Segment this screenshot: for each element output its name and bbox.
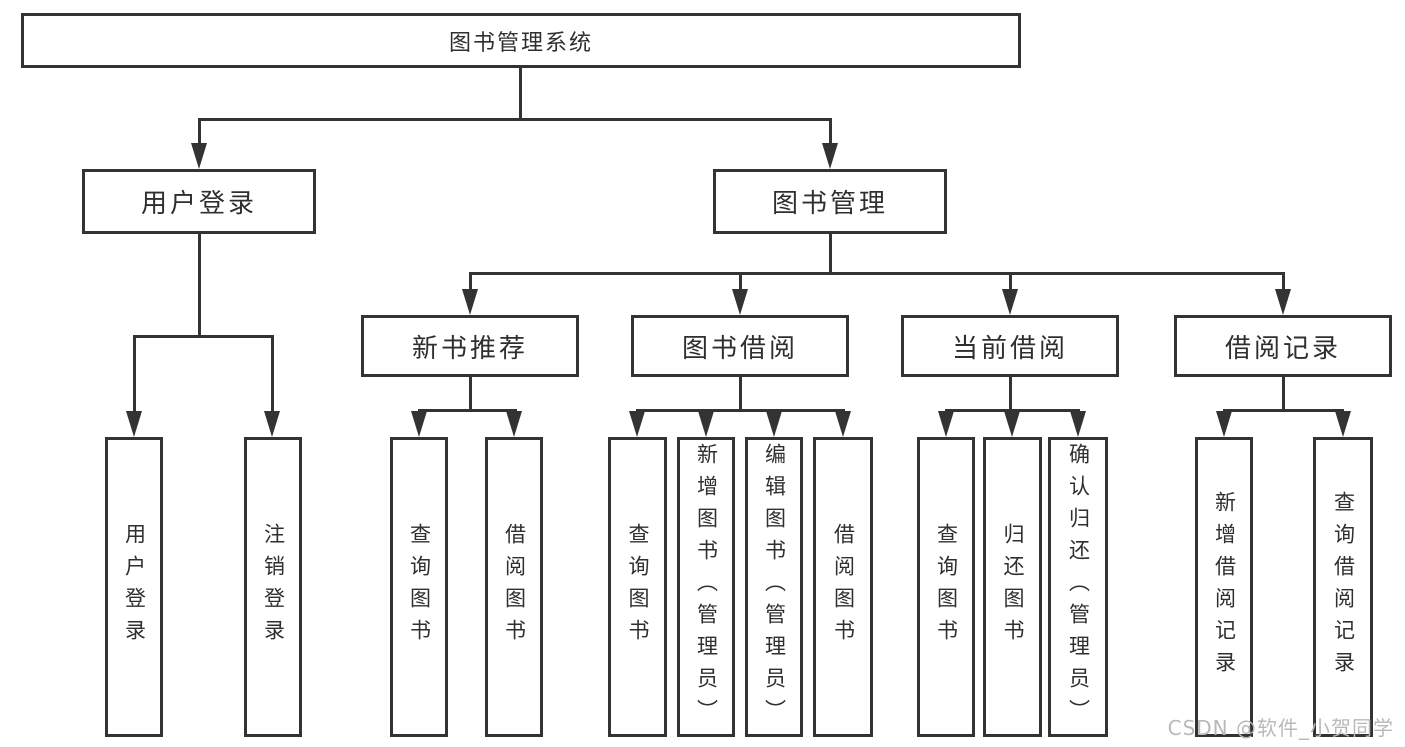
node-borrowing-records: 借阅记录 [1174, 315, 1392, 377]
arrowhead-down-icon [766, 411, 782, 437]
connector-line [739, 377, 742, 412]
connector-line [418, 409, 517, 412]
leaf-user-login: 用户登录 [105, 437, 163, 737]
arrowhead-down-icon [698, 411, 714, 437]
leaf-add-borrow-record: 新增借阅记录 [1195, 437, 1253, 737]
arrowhead-down-icon [1275, 289, 1291, 315]
leaf-borrow-books-rec: 借阅图书 [485, 437, 543, 737]
node-current-borrowing: 当前借阅 [901, 315, 1119, 377]
connector-line [519, 66, 522, 120]
leaf-logout: 注销登录 [244, 437, 302, 737]
connector-line [198, 118, 201, 146]
arrowhead-down-icon [835, 411, 851, 437]
connector-line [739, 272, 742, 292]
leaf-query-borrow-record: 查询借阅记录 [1313, 437, 1373, 737]
leaf-return-books: 归还图书 [983, 437, 1042, 737]
node-new-book-recommendation: 新书推荐 [361, 315, 579, 377]
arrowhead-down-icon [1216, 411, 1232, 437]
connector-line [469, 272, 472, 292]
arrowhead-down-icon [822, 143, 838, 169]
arrowhead-down-icon [629, 411, 645, 437]
connector-line [829, 118, 832, 146]
arrowhead-down-icon [191, 143, 207, 169]
arrowhead-down-icon [1004, 411, 1020, 437]
connector-line [271, 335, 274, 413]
leaf-borrow-books: 借阅图书 [813, 437, 873, 737]
csdn-watermark: CSDN @软件_小贺同学 [1167, 716, 1394, 740]
node-library-management-system: 图书管理系统 [21, 13, 1021, 68]
arrowhead-down-icon [126, 411, 142, 437]
connector-line [636, 409, 845, 412]
connector-line [133, 335, 136, 413]
leaf-query-books-rec: 查询图书 [390, 437, 448, 737]
leaf-add-books-admin: 新增图书（管理员） [677, 437, 735, 737]
node-book-management: 图书管理 [713, 169, 947, 234]
arrowhead-down-icon [264, 411, 280, 437]
connector-line [1282, 377, 1285, 412]
connector-line [1282, 272, 1285, 292]
arrowhead-down-icon [732, 289, 748, 315]
connector-line [1223, 409, 1344, 412]
leaf-edit-books-admin: 编辑图书（管理员） [745, 437, 803, 737]
connector-line [133, 335, 274, 338]
arrowhead-down-icon [462, 289, 478, 315]
arrowhead-down-icon [411, 411, 427, 437]
node-book-borrowing: 图书借阅 [631, 315, 849, 377]
connector-line [198, 118, 832, 121]
leaf-query-books-current: 查询图书 [917, 437, 975, 737]
connector-line [945, 409, 1080, 412]
arrowhead-down-icon [1070, 411, 1086, 437]
connector-line [1009, 272, 1012, 292]
leaf-confirm-return-admin: 确认归还（管理员） [1048, 437, 1108, 737]
arrowhead-down-icon [938, 411, 954, 437]
arrowhead-down-icon [1002, 289, 1018, 315]
arrowhead-down-icon [1335, 411, 1351, 437]
connector-line [469, 272, 1285, 275]
connector-line [1009, 377, 1012, 412]
connector-line [469, 377, 472, 412]
arrowhead-down-icon [506, 411, 522, 437]
connector-line [829, 234, 832, 275]
leaf-query-books-borrow: 查询图书 [608, 437, 667, 737]
node-user-login: 用户登录 [82, 169, 316, 234]
connector-line [198, 234, 201, 338]
